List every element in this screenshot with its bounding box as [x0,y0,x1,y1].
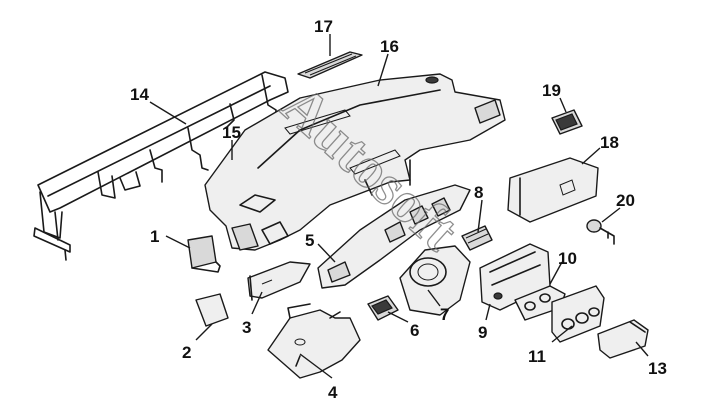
part-18-glove-box [507,157,599,223]
label-8: 8 [474,183,483,202]
part-1-cover [187,235,221,273]
part-4-lower-plate [267,303,361,379]
part-11-climate-panel [551,285,605,343]
label-10: 10 [558,249,577,268]
label-9: 9 [478,323,487,342]
part-7-instrument-cluster [399,245,471,316]
label-2: 2 [182,343,191,362]
part-8-vent [461,225,493,251]
label-17: 17 [314,17,333,36]
part-20-lock [586,219,615,245]
part-16-dashboard-panel [204,73,506,251]
label-5: 5 [305,231,314,250]
label-6: 6 [410,321,419,340]
label-7: 7 [440,305,449,324]
label-13: 13 [648,359,667,378]
leader-lines [149,34,649,379]
label-1: 1 [150,227,159,246]
label-18: 18 [600,133,619,152]
label-15: 15 [222,123,241,142]
part-6-switch [367,295,399,321]
part-14-support-frame [33,71,289,261]
part-labels: 1 2 3 4 5 6 7 8 9 10 11 13 14 15 16 17 1… [130,17,667,402]
part-17-defrost-grille [297,51,363,79]
label-19: 19 [542,81,561,100]
part-3-bracket [247,261,311,301]
part-13-switch-block [597,319,649,359]
part-2-plate [195,293,229,327]
label-20: 20 [616,191,635,210]
part-19-air-vent [551,109,583,135]
label-16: 16 [380,37,399,56]
label-4: 4 [328,383,338,402]
label-3: 3 [242,318,251,337]
part-5-console-trim [317,184,471,289]
label-14: 14 [130,85,149,104]
label-11: 11 [528,347,546,366]
